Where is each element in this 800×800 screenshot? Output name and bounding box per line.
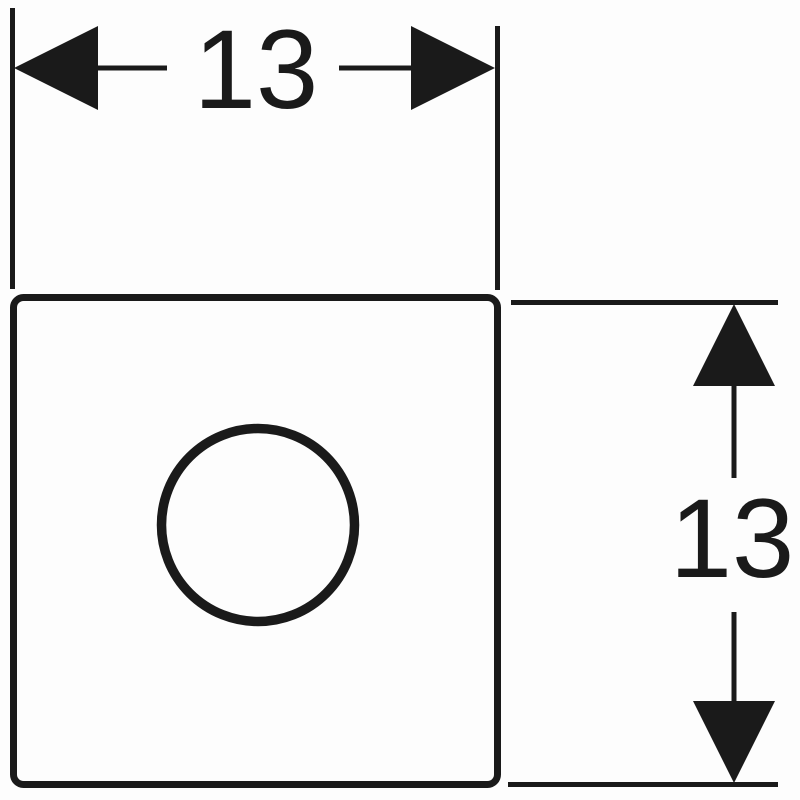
height-dimension-label: 13 [670,476,795,601]
plate-outline [10,294,501,788]
width-arrow-left-icon [14,26,98,110]
top-width-dimension: 13 [10,7,500,290]
width-dimension-label: 13 [194,7,319,132]
height-arrow-down-icon [693,701,775,783]
width-arrow-right-icon [411,26,495,110]
plate-circular-opening [156,423,360,627]
right-height-dimension: 13 [508,300,795,787]
height-arrow-up-icon [693,304,775,386]
